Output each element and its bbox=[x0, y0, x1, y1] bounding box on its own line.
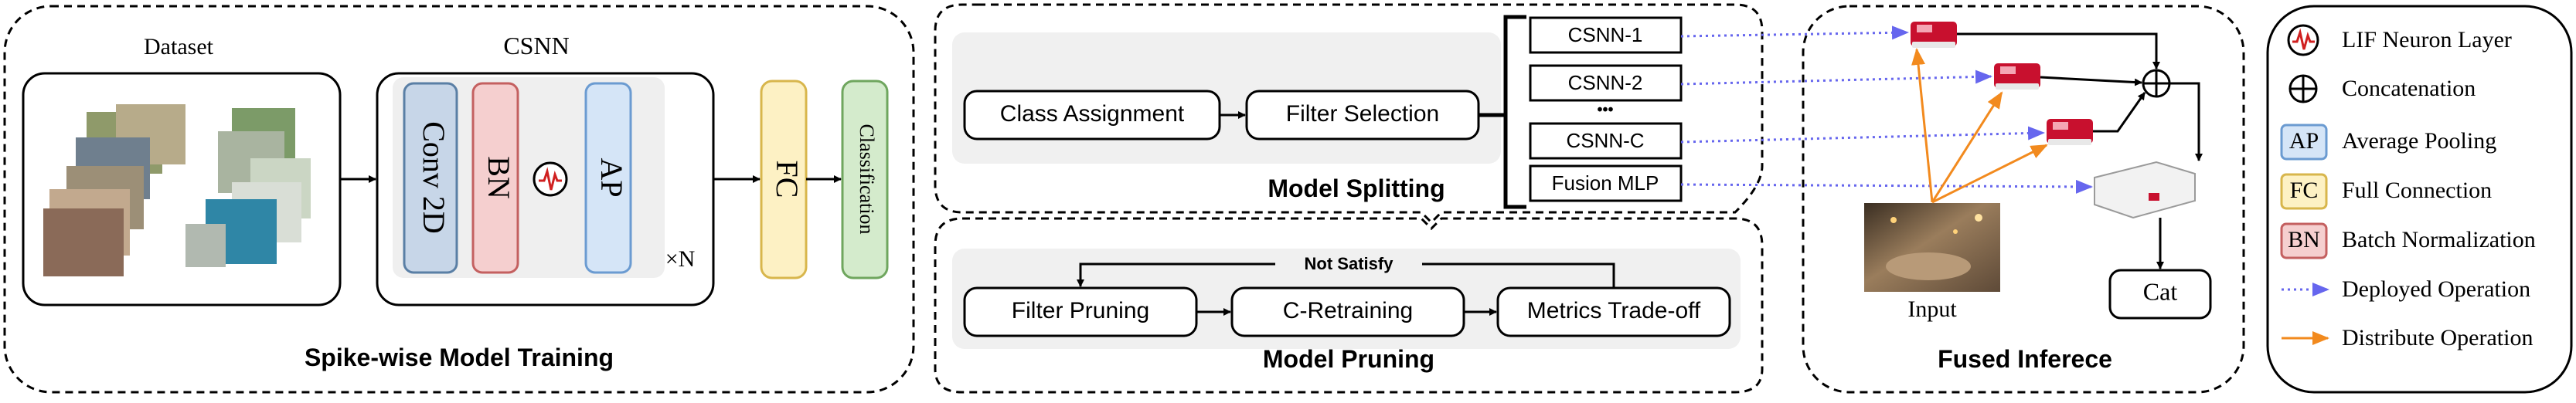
pruning-title: Model Pruning bbox=[1263, 345, 1434, 373]
fused-input-image bbox=[1864, 203, 2000, 292]
raspberry-pi-1-icon bbox=[1911, 22, 1957, 48]
arrow-pi1-concat bbox=[1957, 32, 2160, 69]
fc-label: FC bbox=[770, 161, 805, 198]
repeat-n-label: ×N bbox=[665, 246, 696, 272]
csnn-1-label: CSNN-1 bbox=[1568, 23, 1643, 46]
legend-bn-abbr: BN bbox=[2288, 227, 2320, 252]
training-title: Spike-wise Model Training bbox=[305, 344, 614, 371]
fused-panel: Input Cat Fused Inferece bbox=[1802, 5, 2245, 394]
csnn-2-box bbox=[1529, 64, 1683, 102]
csnn-label: CSNN bbox=[503, 32, 569, 59]
output-label: Cat bbox=[2143, 277, 2178, 305]
distribute-arrow-1 bbox=[1911, 48, 1934, 203]
not-satisfy-label: Not Satisfy bbox=[1305, 254, 1394, 273]
raspberry-pi-3-icon bbox=[2047, 119, 2093, 145]
fusion-mlp-label: Fusion MLP bbox=[1552, 171, 1659, 195]
classification-block bbox=[841, 80, 889, 279]
ellipsis-label: ••• bbox=[1597, 101, 1613, 118]
fusion-mlp-box bbox=[1529, 164, 1683, 202]
classification-label: Classification bbox=[856, 124, 878, 235]
training-panel: Dataset CSNN Conv 2D BN AP ×N bbox=[3, 5, 915, 394]
c-retraining-label: C-Retraining bbox=[1283, 298, 1413, 323]
filter-selection-label: Filter Selection bbox=[1286, 101, 1439, 127]
legend-label-concat: Concatenation bbox=[2342, 76, 2476, 101]
legend-label-lif: LIF Neuron Layer bbox=[2342, 27, 2512, 52]
dataset-images bbox=[43, 104, 311, 276]
legend-fc-swatch bbox=[2280, 173, 2328, 210]
deployed-arrow-csnn-1 bbox=[1680, 25, 1909, 40]
legend-label-fc: Full Connection bbox=[2342, 178, 2492, 203]
conv2d-block bbox=[403, 82, 458, 274]
deployed-arrow-csnn-2 bbox=[1680, 69, 1992, 86]
models-bracket bbox=[1503, 15, 1526, 209]
legend-ap-abbr: AP bbox=[2289, 128, 2319, 154]
class-assignment-label: Class Assignment bbox=[1000, 101, 1185, 127]
splitting-panel: Class Assignment Filter Selection CSNN-1… bbox=[934, 3, 1764, 225]
legend-label-bn: Batch Normalization bbox=[2342, 227, 2536, 252]
metrics-tradeoff-label: Metrics Trade-off bbox=[1527, 298, 1701, 323]
legend-label-ap: Average Pooling bbox=[2342, 128, 2496, 154]
csnn-2-label: CSNN-2 bbox=[1568, 71, 1643, 94]
legend-fc-abbr: FC bbox=[2290, 178, 2319, 203]
pruning-panel: Filter Pruning C-Retraining Metrics Trad… bbox=[934, 217, 1764, 394]
deployed-arrows bbox=[1680, 25, 2093, 194]
bn-label: BN bbox=[482, 156, 516, 199]
filter-pruning-label: Filter Pruning bbox=[1012, 298, 1149, 323]
split-model-list: CSNN-1 CSNN-2 ••• CSNN-C Fusion MLP bbox=[1529, 16, 1683, 202]
fused-title: Fused Inferece bbox=[1938, 345, 2112, 373]
dataset-label: Dataset bbox=[144, 34, 214, 59]
deployed-arrow-fusion-mlp bbox=[1680, 179, 2093, 194]
lif-neuron-icon bbox=[533, 161, 568, 197]
legend-bn-swatch bbox=[2280, 222, 2328, 259]
ap-label: AP bbox=[594, 157, 629, 197]
raspberry-pi-2-icon bbox=[1994, 63, 2040, 90]
input-label: Input bbox=[1907, 296, 1957, 322]
distribute-arrows bbox=[1911, 48, 2048, 204]
arrow-pi3-concat bbox=[2093, 92, 2146, 133]
legend-label-distribute: Distribute Operation bbox=[2342, 325, 2533, 351]
legend-lif-icon bbox=[2287, 24, 2319, 56]
distribute-arrow-3 bbox=[1931, 144, 2048, 204]
bn-block bbox=[471, 82, 519, 274]
output-box bbox=[2108, 269, 2212, 320]
ap-block bbox=[584, 82, 632, 274]
conv2d-label: Conv 2D bbox=[417, 121, 451, 234]
fusion-device-icon bbox=[2094, 161, 2196, 219]
arrow-concat-fusion bbox=[2169, 82, 2203, 161]
legend-concat-icon bbox=[2288, 74, 2318, 103]
legend-panel: LIF Neuron Layer Concatenation AP Averag… bbox=[2266, 5, 2573, 394]
arrow-pi2-concat bbox=[2040, 76, 2142, 86]
not-satisfy-bg bbox=[1275, 255, 1422, 273]
csnn-1-box bbox=[1529, 16, 1683, 54]
legend-label-deployed: Deployed Operation bbox=[2342, 276, 2530, 302]
concatenation-icon bbox=[2142, 69, 2171, 98]
legend-ap-swatch bbox=[2280, 124, 2328, 161]
deployed-arrow-csnn-c bbox=[1680, 126, 2045, 144]
csnn-c-label: CSNN-C bbox=[1566, 129, 1644, 152]
distribute-arrow-2 bbox=[1931, 91, 2003, 203]
splitting-title: Model Splitting bbox=[1268, 174, 1445, 202]
